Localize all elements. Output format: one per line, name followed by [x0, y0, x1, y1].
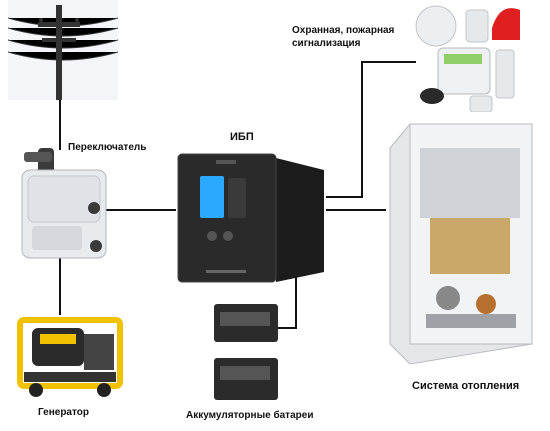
generator-label: Генератор [38, 407, 89, 418]
wire-ups-to-batteries [277, 270, 297, 329]
generator-device [14, 312, 126, 398]
batteries-device [210, 300, 282, 408]
power-pole [7, 0, 119, 100]
boiler-device [386, 118, 534, 368]
generator-icon [17, 317, 123, 397]
switch-device [18, 142, 110, 262]
ups-icon [177, 153, 324, 283]
heating-label: Система отопления [412, 380, 520, 392]
battery-icon [214, 304, 278, 400]
alarm-device [408, 0, 528, 113]
wire-ups-to-alarm [326, 61, 416, 198]
switch-icon [21, 148, 107, 259]
power-pole-icon [7, 0, 119, 100]
alarm-label-line1: Охранная, пожарная [292, 25, 395, 36]
boiler-icon [389, 123, 533, 365]
alarm-label-line2: сигнализация [292, 37, 361, 49]
ups-device [176, 150, 326, 285]
ups-label: ИБП [230, 131, 254, 143]
alarm-label: Охранная, пожарная сигнализация [292, 25, 394, 50]
alarm-kit-icon [415, 5, 520, 113]
batteries-label: Аккумуляторные батареи [186, 410, 314, 421]
switch-label: Переключатель [68, 142, 147, 153]
